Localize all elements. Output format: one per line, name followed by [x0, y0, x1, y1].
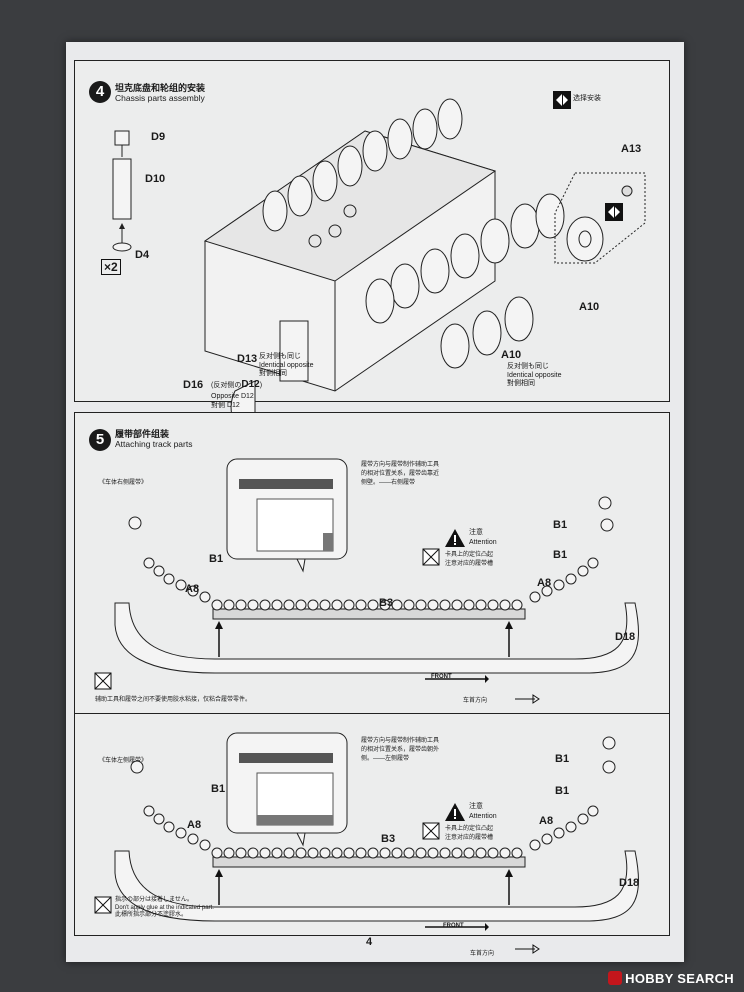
- select-install-icon: [553, 91, 571, 109]
- right-part-label-b1-right-1: B1: [553, 519, 568, 531]
- part-label-d13: D13: [237, 353, 258, 365]
- attention-label-zh: 注意: [469, 529, 483, 536]
- right-front-label: FRONT: [431, 674, 452, 680]
- step-4-title-en: Chassis parts assembly: [115, 93, 205, 103]
- right-direction-label: 车首方向: [463, 698, 488, 704]
- identical-note-1: 反对侧も同じ Identical opposite 對側相同: [259, 353, 314, 377]
- attention-note: 卡具上的定位凸起 注意对应的履带槽: [445, 552, 494, 567]
- left-part-label-d18: D18: [619, 877, 640, 889]
- left-direction-label: 车首方向: [470, 951, 495, 957]
- right-part-label-a8-right: A8: [537, 577, 552, 589]
- step-5-title-en: Attaching track parts: [115, 439, 193, 449]
- step-5-panel: 5 履带部件组装 Attaching track parts 《车体右侧履带》 …: [74, 412, 670, 954]
- right-part-label-b1-right-2: B1: [553, 549, 568, 561]
- attention-icon: [445, 529, 465, 547]
- part-label-a10-lower: A10: [501, 349, 522, 361]
- shock-absorber-drawing: [112, 130, 132, 252]
- attention-label-zh-2: 注意: [469, 803, 483, 810]
- no-glue-icon: [422, 548, 440, 566]
- right-glue-note: 辅助工具和履带之间不要使用胶水粘接，仅粘合履带零件。: [95, 697, 252, 703]
- track-section-divider: [75, 713, 669, 714]
- part-label-a10-upper: A10: [579, 301, 600, 313]
- opposite-d12-note: Opposite D12 對側 D12: [211, 393, 254, 409]
- d16-note: (反对侧のD12): [211, 379, 263, 390]
- watermark-logo-icon: [608, 971, 623, 985]
- right-part-label-a8-left: A8: [185, 583, 200, 595]
- right-track-callout-box: [226, 458, 348, 573]
- step-4-number: 4: [89, 81, 111, 103]
- part-label-d9: D9: [151, 131, 166, 143]
- a13-selectable-group: [554, 172, 646, 264]
- left-track-side-label: 《车体左侧履带》: [99, 758, 148, 764]
- attention-label-en: Attention: [469, 539, 497, 546]
- left-track-diagram: [114, 736, 639, 954]
- step-4-title-zh: 坦克底盘和轮组的安装: [115, 83, 206, 93]
- instruction-sheet: 4 坦克底盘和轮组的安装 Chassis parts assembly 选择安装…: [66, 42, 684, 962]
- part-label-d10: D10: [145, 173, 166, 185]
- page-number: 4: [366, 936, 373, 948]
- no-glue-part-icon: [94, 896, 112, 914]
- watermark: HOBBY SEARCH: [608, 971, 734, 986]
- left-part-label-b1-right-2: B1: [555, 785, 570, 797]
- left-glue-note: 指示の部分は接着しません。 Don't apply glue at the in…: [115, 897, 214, 918]
- no-glue-tool-icon: [94, 672, 112, 690]
- left-part-label-a8-right: A8: [539, 815, 554, 827]
- part-label-d4: D4: [135, 249, 150, 261]
- step-5-number: 5: [89, 429, 111, 451]
- left-part-label-b1-right-1: B1: [555, 753, 570, 765]
- left-track-callout-box: [226, 732, 348, 847]
- left-part-label-a8-left: A8: [187, 819, 202, 831]
- left-front-label: FRONT: [443, 923, 464, 929]
- right-part-label-b1-left: B1: [209, 553, 224, 565]
- part-label-d16: D16: [183, 379, 204, 391]
- left-part-label-b3: B3: [381, 833, 396, 845]
- step-5-title-zh: 履带部件组装: [115, 429, 170, 439]
- right-part-label-b3: B3: [379, 597, 394, 609]
- left-part-label-b1-left: B1: [211, 783, 226, 795]
- select-install-label: 选择安装: [573, 95, 601, 102]
- attention-label-en-2: Attention: [469, 813, 497, 820]
- right-track-diagram: [114, 496, 639, 704]
- right-track-callout-text: 履带方向与履带制作辅助工具 的相对位置关系，履带齿靠近 侧壁。——右侧履带: [361, 462, 440, 486]
- right-track-side-label: 《车体右侧履带》: [99, 480, 148, 486]
- identical-note-2: 反对侧も同じ Identical opposite 對側相同: [507, 363, 562, 387]
- right-part-label-d18: D18: [615, 631, 636, 643]
- attention-icon-2: [445, 803, 465, 821]
- step-4-panel: 4 坦克底盘和轮组的安装 Chassis parts assembly 选择安装…: [74, 60, 670, 433]
- part-label-a13: A13: [621, 143, 642, 155]
- left-track-callout-text: 履带方向与履带制作辅助工具 的相对位置关系，履带齿朝外 侧。——左侧履带: [361, 738, 440, 762]
- no-glue-icon-2: [422, 822, 440, 840]
- quantity-x2: ×2: [101, 259, 121, 275]
- attention-note-2: 卡具上的定位凸起 注意对应的履带槽: [445, 826, 494, 841]
- chassis-drawing: [203, 98, 565, 433]
